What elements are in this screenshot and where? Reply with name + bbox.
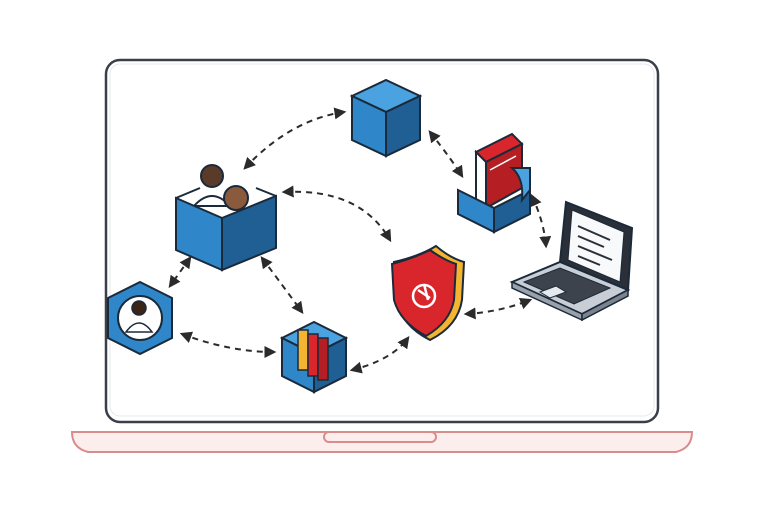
- laptop-icon: [509, 200, 634, 322]
- cube-icon: [349, 78, 423, 158]
- document-box-node: [457, 132, 531, 234]
- users-box-node: [175, 164, 277, 272]
- connector-books-to-shield: [349, 336, 410, 374]
- books-icon: [297, 329, 329, 381]
- connector-hexagon-to-books: [179, 331, 277, 358]
- connector-document-to-laptop: [530, 193, 552, 249]
- document-icon: [474, 132, 524, 211]
- shield-icon: [390, 244, 466, 342]
- plain-cube-node: [349, 78, 423, 158]
- laptop-hinge-notch: [323, 431, 437, 443]
- connector-users-to-cube: [243, 107, 347, 170]
- user-avatar-icon: [124, 300, 154, 333]
- laptop-screen-inner: [109, 63, 655, 417]
- user-hexagon-node: [107, 280, 173, 356]
- connectors: [168, 107, 552, 374]
- connector-users-to-books: [260, 256, 304, 314]
- security-shield-node: [390, 244, 466, 342]
- connector-users-to-shield: [281, 185, 392, 243]
- connector-users-to-hexagon: [168, 256, 192, 288]
- connector-cube-to-document: [428, 130, 464, 179]
- connector-shield-to-laptop: [463, 297, 533, 320]
- books-cube-node: [279, 320, 349, 394]
- mini-laptop-node: [509, 200, 634, 322]
